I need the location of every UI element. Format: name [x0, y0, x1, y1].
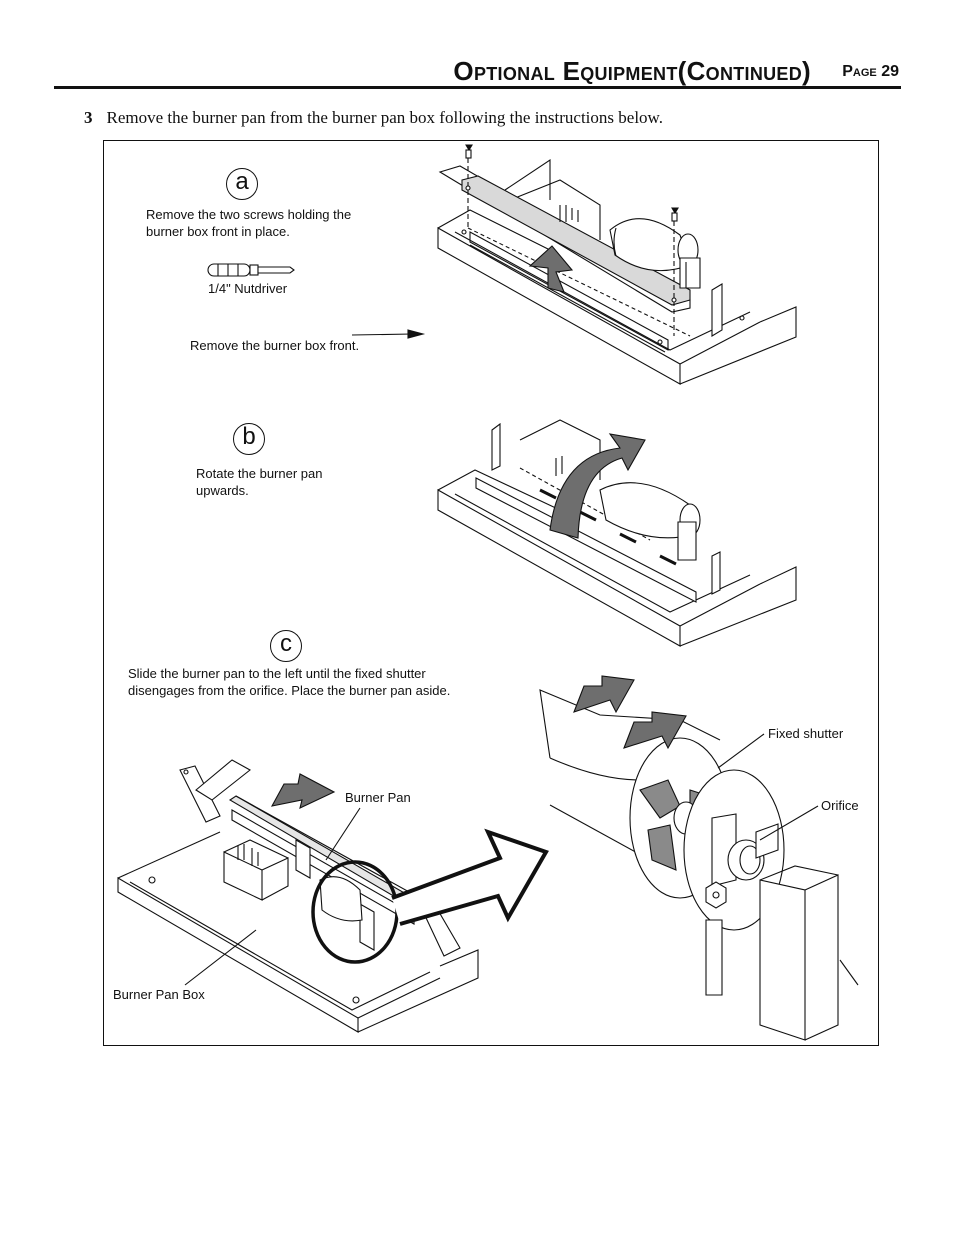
step-text: Remove the burner pan from the burner pa… [106, 108, 663, 127]
fixed-shutter-label: Fixed shutter [768, 726, 844, 741]
nutdriver-label: 1/4" Nutdriver [208, 281, 288, 296]
step-a-remove-front-text: Remove the burner box front. [190, 338, 360, 353]
shutter-orifice-detail [539, 675, 859, 1041]
page-number: Page 29 [842, 63, 899, 80]
remove-front-leader-arrow [351, 329, 426, 339]
step-a-remove-screws-text: Remove the two screws holding the burner… [146, 207, 352, 239]
orifice-label: Orifice [821, 798, 859, 813]
burner-pan-box-label: Burner Pan Box [113, 987, 205, 1002]
page-header: Optional Equipment(Continued) Page 29 [54, 48, 901, 89]
step-c-marker: c [270, 630, 302, 662]
nutdriver-icon [207, 263, 295, 277]
step-a-marker: a [226, 168, 258, 200]
step-b-marker: b [233, 423, 265, 455]
burner-box-step-a [437, 144, 797, 385]
burner-pan-label: Burner Pan [345, 790, 411, 805]
section-title: Optional Equipment(Continued) [453, 56, 811, 86]
step-number: 3 [84, 108, 93, 127]
step-c-text: Slide the burner pan to the left until t… [128, 666, 451, 698]
step-b-text: Rotate the burner pan upwards. [196, 466, 323, 498]
illustration-frame [103, 140, 879, 1046]
burner-box-step-b [437, 419, 797, 647]
step-instruction: 3 Remove the burner pan from the burner p… [84, 108, 663, 128]
burner-pan-box-step-c [117, 759, 549, 1033]
